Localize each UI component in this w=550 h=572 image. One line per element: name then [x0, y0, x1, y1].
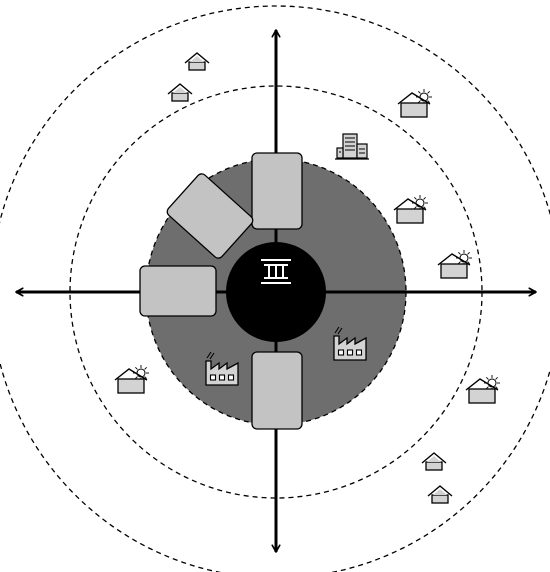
house-sun-icon	[397, 89, 432, 118]
house-icon	[167, 83, 193, 102]
district-block-north	[251, 152, 303, 230]
house-icon	[421, 452, 447, 471]
office-building-icon	[335, 133, 369, 160]
bank-icon	[261, 259, 291, 284]
district-block-west	[139, 265, 217, 317]
house-sun-icon	[465, 375, 500, 404]
factory-icon	[333, 326, 367, 361]
house-icon	[427, 485, 453, 504]
district-block-north-west	[166, 173, 254, 259]
district-block-south	[251, 351, 303, 430]
outer-ring	[0, 5, 550, 572]
house-sun-icon	[114, 365, 149, 394]
house-sun-icon	[437, 250, 472, 279]
house-sun-icon	[393, 195, 428, 224]
factory-icon	[205, 351, 239, 386]
city-core	[226, 242, 326, 342]
house-icon	[184, 52, 210, 71]
